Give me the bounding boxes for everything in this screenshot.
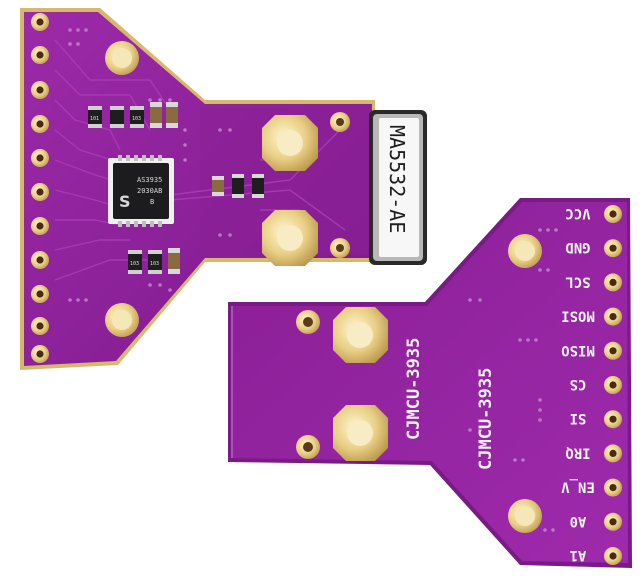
pin-label-a0: A0 bbox=[570, 513, 587, 529]
neck-octagon-pads bbox=[262, 112, 350, 266]
board-back: CJMCU-3935 CJMCU-3935 VCC GND SCL MOSI MISO C… bbox=[228, 198, 632, 568]
pin-hole bbox=[609, 244, 617, 252]
pin-label-mosi: MOSI bbox=[561, 308, 595, 324]
chip-label-line3: B bbox=[150, 198, 154, 206]
pin-label-a1: A1 bbox=[570, 547, 587, 563]
pin-hole bbox=[609, 313, 617, 321]
as3935-chip: S AS3935 2030AB B bbox=[108, 155, 174, 227]
pin-label-vcc: VCC bbox=[565, 205, 590, 221]
pin-hole bbox=[609, 552, 617, 560]
pin-label-gnd: GND bbox=[565, 239, 590, 255]
chip-label-line1: AS3935 bbox=[137, 176, 162, 184]
pin-hole bbox=[609, 518, 617, 526]
pin-hole bbox=[609, 278, 617, 286]
pin-label-miso: MISO bbox=[561, 342, 595, 358]
pin-hole bbox=[609, 210, 617, 218]
chip-logo: S bbox=[119, 192, 131, 211]
brand-label-outer: CJMCU-3935 bbox=[476, 368, 496, 470]
pin-label-en_v: EN_V bbox=[561, 479, 595, 495]
brand-label-inner: CJMCU-3935 bbox=[404, 338, 424, 440]
pin-hole bbox=[609, 484, 617, 492]
antenna-coil: MA5532-AE bbox=[369, 110, 427, 265]
pin-label-irq: IRQ bbox=[565, 444, 590, 460]
pin-hole bbox=[609, 347, 617, 355]
top-passives: 101 103 bbox=[88, 102, 178, 128]
pin-hole bbox=[609, 381, 617, 389]
bottom-passives: 103 103 bbox=[128, 248, 180, 274]
resistor-label-4: 103 bbox=[150, 261, 159, 267]
pin-hole bbox=[609, 415, 617, 423]
back-octagon-pads bbox=[333, 307, 388, 461]
board-back-vias bbox=[468, 228, 558, 532]
pin-label-cs: CS bbox=[570, 376, 587, 392]
board-front-header-pins bbox=[31, 13, 49, 363]
resistor-label-1: 101 bbox=[90, 116, 99, 122]
board-front: S AS3935 2030AB B 101 103 103 bbox=[20, 8, 427, 370]
resistor-label-3: 103 bbox=[130, 261, 139, 267]
pin-hole bbox=[609, 449, 617, 457]
chip-label-line2: 2030AB bbox=[137, 187, 162, 195]
neck-passives bbox=[212, 174, 264, 198]
pin-label-scl: SCL bbox=[565, 273, 590, 289]
board-back-body bbox=[232, 202, 628, 563]
antenna-label: MA5532-AE bbox=[385, 125, 409, 233]
board-front-body bbox=[24, 12, 372, 366]
pin-label-si: SI bbox=[570, 410, 587, 426]
resistor-label-2: 103 bbox=[132, 116, 141, 122]
